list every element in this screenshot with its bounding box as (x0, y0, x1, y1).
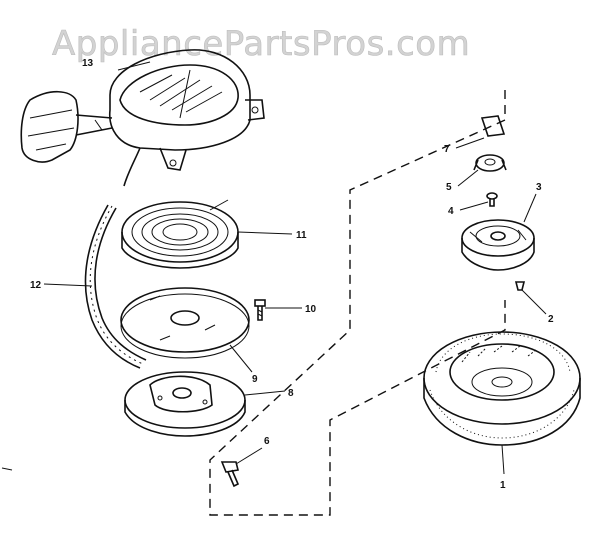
leader-8 (244, 390, 286, 396)
leader-2 (521, 289, 547, 315)
leader-5 (457, 169, 479, 187)
leader-6 (235, 447, 263, 465)
flywheel (423, 331, 581, 446)
callout-11: 11 (296, 230, 307, 241)
callout-2: 2 (548, 314, 554, 325)
starter-cup (461, 219, 535, 271)
callout-5: 5 (446, 182, 452, 193)
leader-7 (455, 137, 485, 149)
callout-4: 4 (448, 206, 454, 217)
leader-11 (237, 231, 293, 235)
callout-1: 1 (500, 480, 506, 491)
callout-10: 10 (305, 304, 317, 315)
pawl (480, 115, 506, 137)
screw-4 (486, 192, 498, 207)
assembly-dashed-line (209, 90, 506, 516)
callout-3: 3 (536, 182, 542, 193)
callout-9: 9 (252, 374, 258, 385)
leader-1 (501, 444, 505, 475)
screw-2 (514, 281, 526, 291)
leader-3 (523, 193, 537, 223)
starter-rope (84, 204, 147, 369)
leader-4 (459, 201, 489, 211)
leader-12 (43, 283, 93, 287)
callout-13: 13 (82, 58, 94, 69)
leader-13 (117, 61, 151, 71)
callout-12: 12 (30, 280, 42, 291)
retainer (473, 154, 507, 172)
starter-pulley (124, 371, 246, 437)
callout-6: 6 (264, 436, 270, 447)
screw-10 (254, 299, 266, 321)
screw-6 (220, 461, 240, 488)
pulley-plate (120, 287, 250, 359)
callout-7: 7 (444, 144, 450, 155)
leader-9 (229, 344, 253, 373)
starter-housing (20, 49, 265, 187)
recoil-spring (121, 199, 239, 269)
watermark: AppliancePartsPros.com (52, 24, 470, 64)
edge-mark (1, 467, 13, 471)
callout-8: 8 (288, 388, 294, 399)
